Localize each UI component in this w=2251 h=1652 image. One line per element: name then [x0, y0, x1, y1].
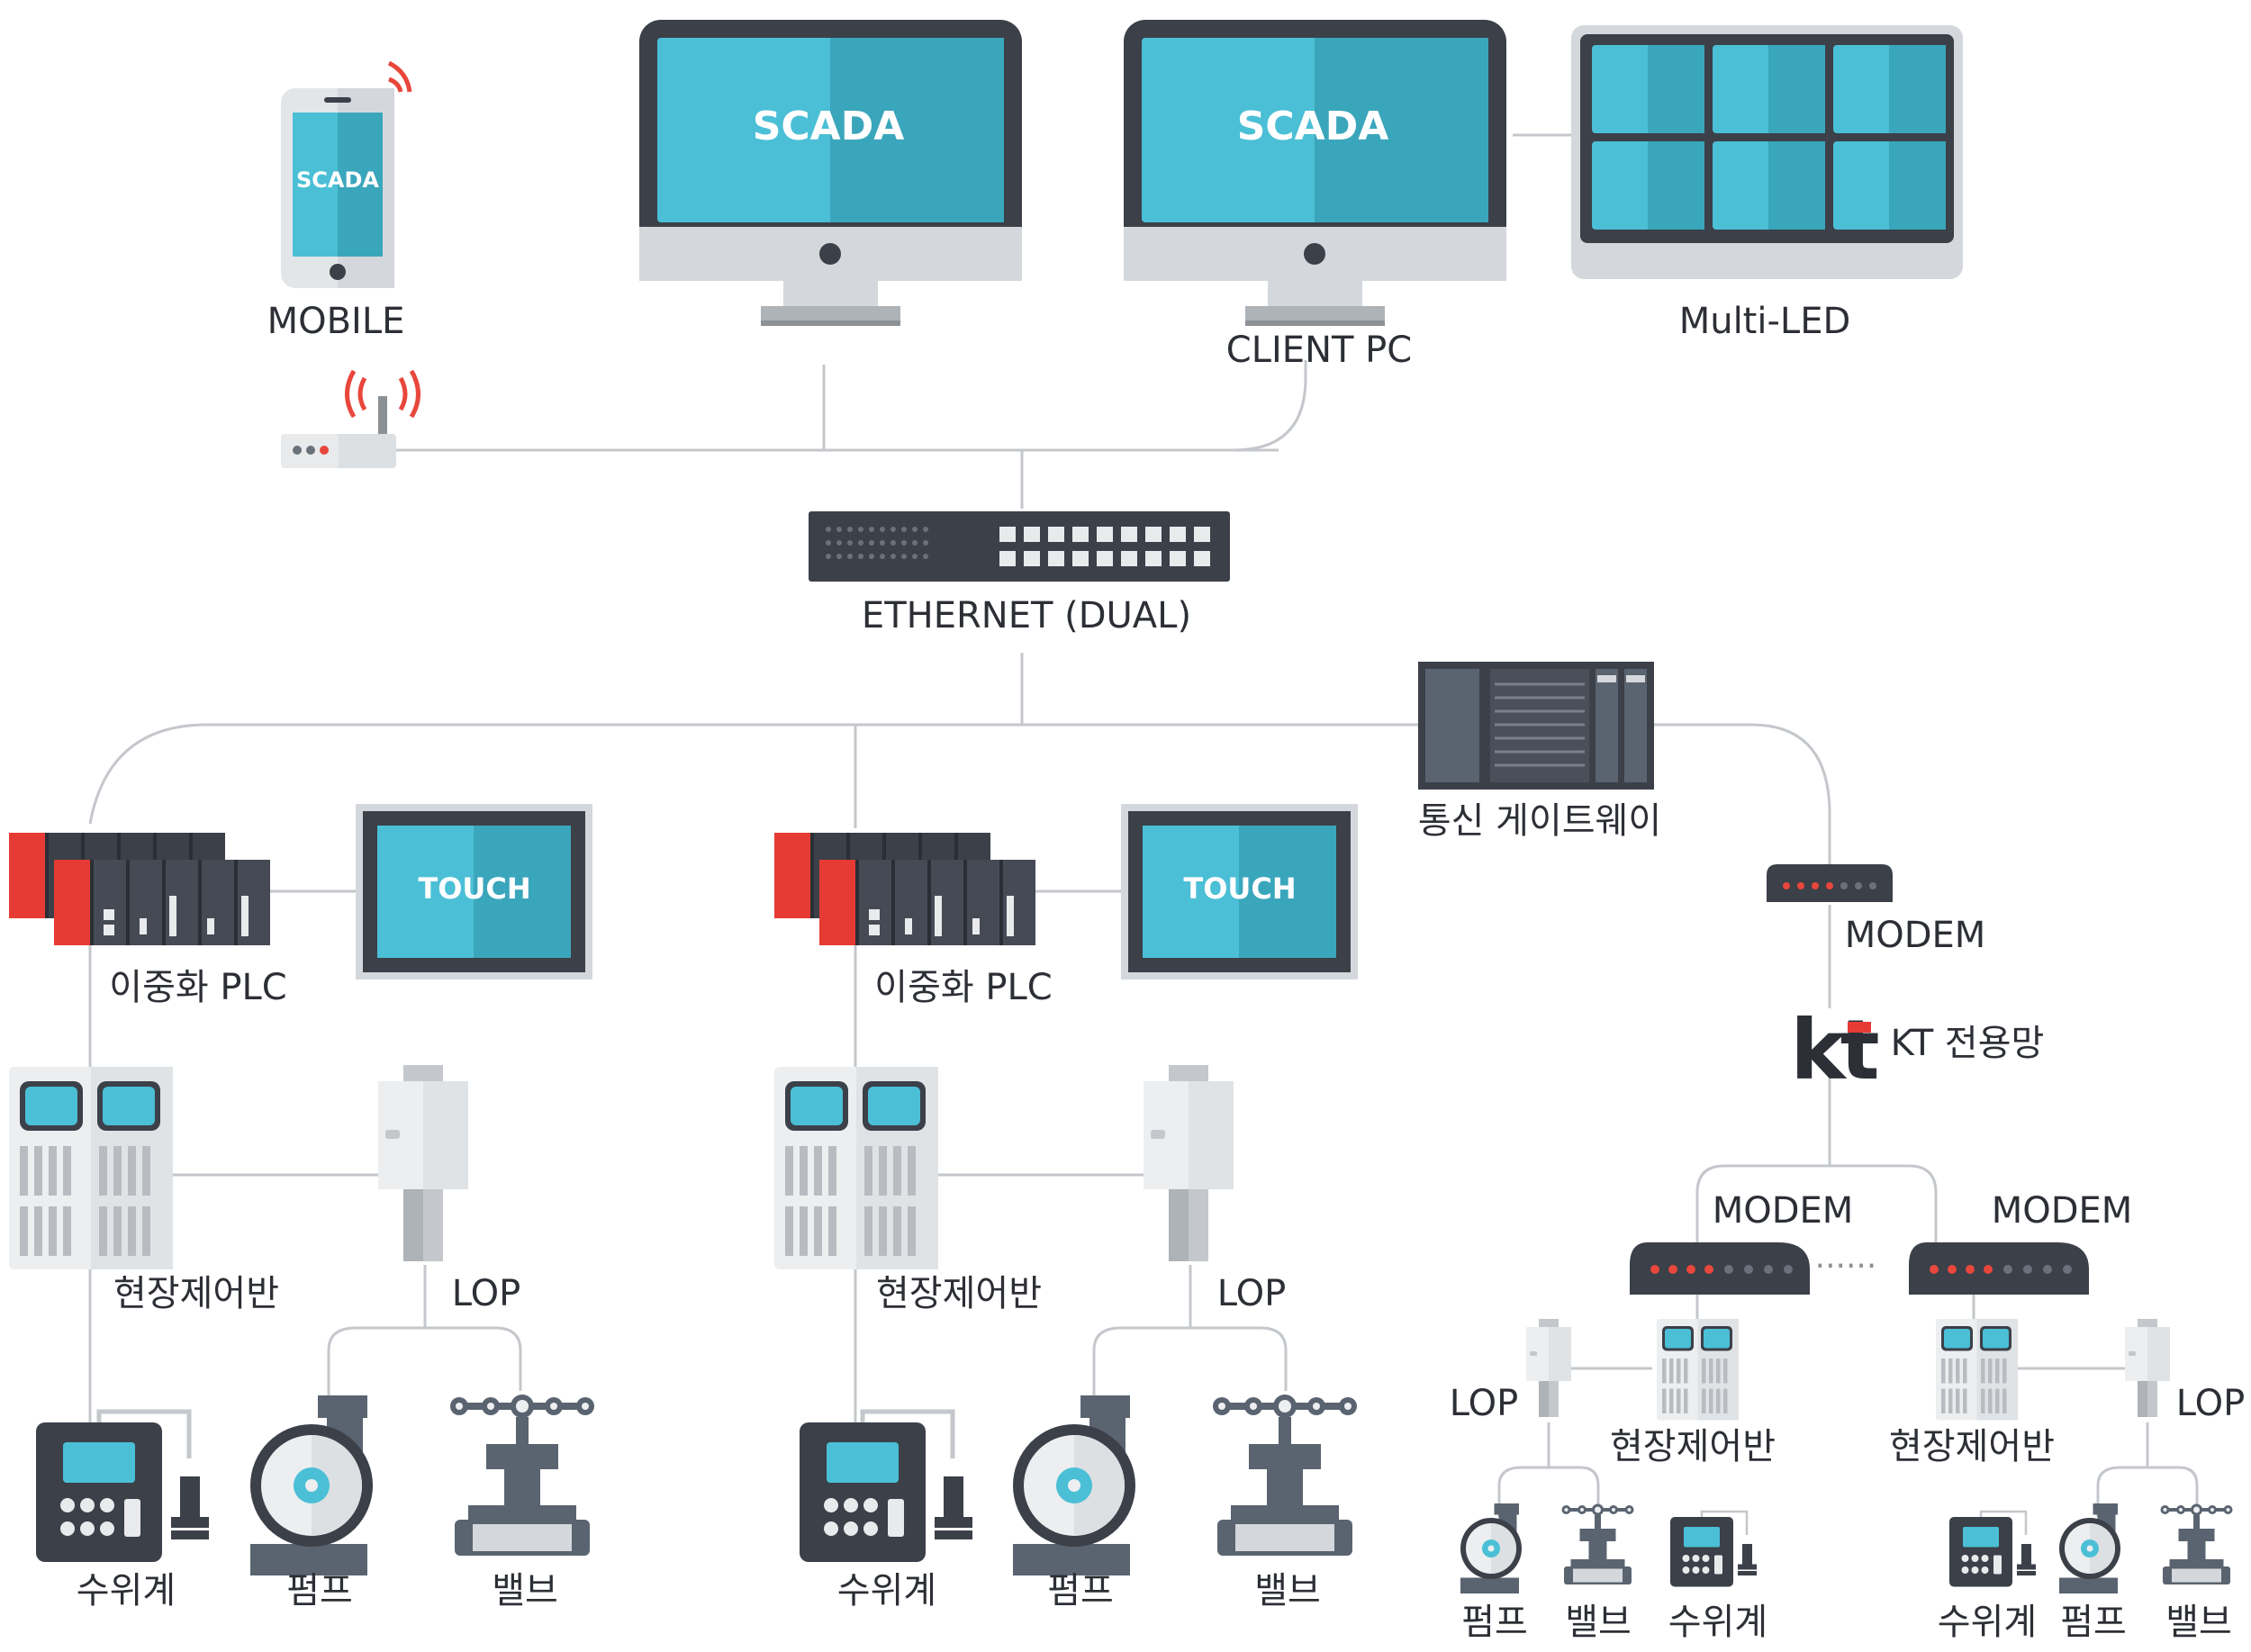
level-meter-label-remote-right: 수위계	[1938, 1602, 2037, 1643]
level-meter-remote-right	[1948, 1510, 2038, 1588]
modem-remote-left	[1630, 1242, 1810, 1295]
scada-server-monitor	[639, 20, 1022, 326]
field-panel-remote-right	[1936, 1319, 2018, 1421]
mobile-device: SCADA	[281, 88, 394, 288]
pump-left	[250, 1395, 373, 1575]
lop-label-remote-right: LOP	[2176, 1383, 2245, 1424]
touch-screen-label-left: TOUCH	[418, 871, 530, 906]
kt-network-label: KT 전용망	[1891, 1023, 2045, 1064]
plc-label-middle: 이중화 PLC	[874, 967, 1052, 1008]
lop-label-remote-left: LOP	[1450, 1383, 1518, 1424]
lop-label-left: LOP	[452, 1273, 520, 1314]
level-meter-label-middle: 수위계	[837, 1570, 936, 1611]
touch-screen-label-middle: TOUCH	[1183, 871, 1296, 906]
pump-label-left: 펌프	[286, 1570, 353, 1611]
kt-logo-icon: kt	[1790, 1002, 1877, 1098]
scada-server-screen-label: SCADA	[753, 104, 905, 149]
pump-label-middle: 펌프	[1047, 1570, 1114, 1611]
gateway-label: 통신 게이트웨이	[1418, 800, 1661, 842]
lop-remote-left	[1526, 1319, 1571, 1417]
client-pc-label: CLIENT PC	[1226, 329, 1412, 371]
valve-label-remote-right: 밸브	[2165, 1602, 2232, 1643]
ethernet-switch	[809, 511, 1230, 582]
wifi-router	[281, 396, 396, 468]
valve-left	[450, 1395, 594, 1556]
level-meter-left	[36, 1412, 209, 1562]
client-pc-monitor	[1124, 20, 1506, 326]
level-meter-middle	[800, 1412, 972, 1562]
ellipsis-label: ······	[1815, 1248, 1877, 1285]
field-panel-middle	[774, 1067, 938, 1269]
valve-label-middle: 밸브	[1254, 1570, 1321, 1611]
lop-remote-right	[2125, 1319, 2170, 1417]
plc-label-left: 이중화 PLC	[109, 967, 286, 1008]
kt-logo-accent	[1848, 1022, 1871, 1033]
pump-middle	[1013, 1395, 1135, 1575]
level-meter-label-left: 수위계	[77, 1570, 176, 1611]
lop-middle	[1144, 1065, 1234, 1261]
valve-remote-right	[2160, 1503, 2233, 1584]
pump-remote-left	[1460, 1503, 1522, 1593]
modem-remote-right	[1909, 1242, 2089, 1295]
modem-top	[1767, 864, 1893, 902]
pump-label-remote-right: 펌프	[2060, 1602, 2127, 1643]
level-meter-label-remote-left: 수위계	[1668, 1602, 1767, 1643]
level-meter-remote-left	[1668, 1510, 1758, 1588]
valve-remote-left	[1561, 1503, 1634, 1584]
multi-led-label: Multi-LED	[1679, 301, 1851, 342]
field-panel-remote-left	[1657, 1319, 1739, 1421]
valve-middle	[1213, 1395, 1357, 1556]
dual-plc-left	[9, 833, 270, 945]
modem-label-left: MODEM	[1713, 1190, 1854, 1232]
field-panel-left	[9, 1067, 173, 1269]
field-panel-label-left: 현장제어반	[113, 1273, 279, 1314]
ethernet-label: ETHERNET (DUAL)	[862, 595, 1191, 636]
valve-label-left: 밸브	[492, 1570, 558, 1611]
mobile-screen-label: SCADA	[296, 167, 379, 193]
lop-label-middle: LOP	[1217, 1273, 1286, 1314]
router-signal-icon	[345, 369, 420, 419]
pump-label-remote-left: 펌프	[1461, 1602, 1528, 1643]
multi-led-display	[1571, 25, 1963, 279]
communication-gateway	[1418, 662, 1654, 790]
field-panel-label-remote-left: 현장제어반	[1610, 1426, 1776, 1467]
dual-plc-middle	[774, 833, 1035, 945]
wifi-signal-icon	[387, 60, 412, 93]
client-pc-screen-label: SCADA	[1237, 104, 1389, 149]
lop-left	[378, 1065, 468, 1261]
modem-label-top: MODEM	[1845, 915, 1986, 956]
pump-remote-right	[2059, 1503, 2120, 1593]
field-panel-label-middle: 현장제어반	[876, 1273, 1042, 1314]
field-panel-label-remote-right: 현장제어반	[1889, 1426, 2055, 1467]
valve-label-remote-left: 밸브	[1565, 1602, 1632, 1643]
mobile-label: MOBILE	[267, 301, 405, 342]
connection-lines	[88, 133, 2199, 1517]
modem-label-right: MODEM	[1992, 1190, 2133, 1232]
